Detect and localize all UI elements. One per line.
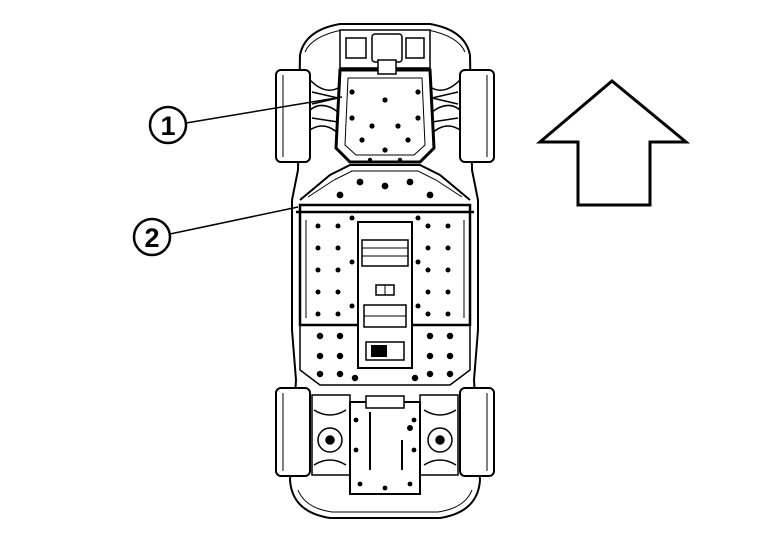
rear-floor <box>300 325 470 385</box>
front-under-cover <box>336 60 434 162</box>
callout-1: 1 <box>150 97 342 143</box>
callout-1-number: 1 <box>160 111 175 141</box>
center-tunnel <box>358 222 412 368</box>
front-left-wheel <box>276 70 310 162</box>
rear-left-wheel <box>276 388 310 476</box>
mid-front-crossmember <box>300 165 470 200</box>
rear-under-cover <box>350 396 420 494</box>
callout-2-number: 2 <box>144 223 159 253</box>
front-cover-fasteners <box>349 89 421 163</box>
rear-right-wheel <box>460 388 494 476</box>
callout-2: 2 <box>134 207 298 255</box>
callout-1-circle <box>150 107 186 143</box>
floor-fasteners <box>315 215 451 317</box>
up-arrow-icon <box>540 81 686 205</box>
front-right-wheel <box>460 70 494 162</box>
wheels <box>276 70 494 476</box>
vehicle-body <box>290 24 480 518</box>
callout-2-circle <box>134 219 170 255</box>
